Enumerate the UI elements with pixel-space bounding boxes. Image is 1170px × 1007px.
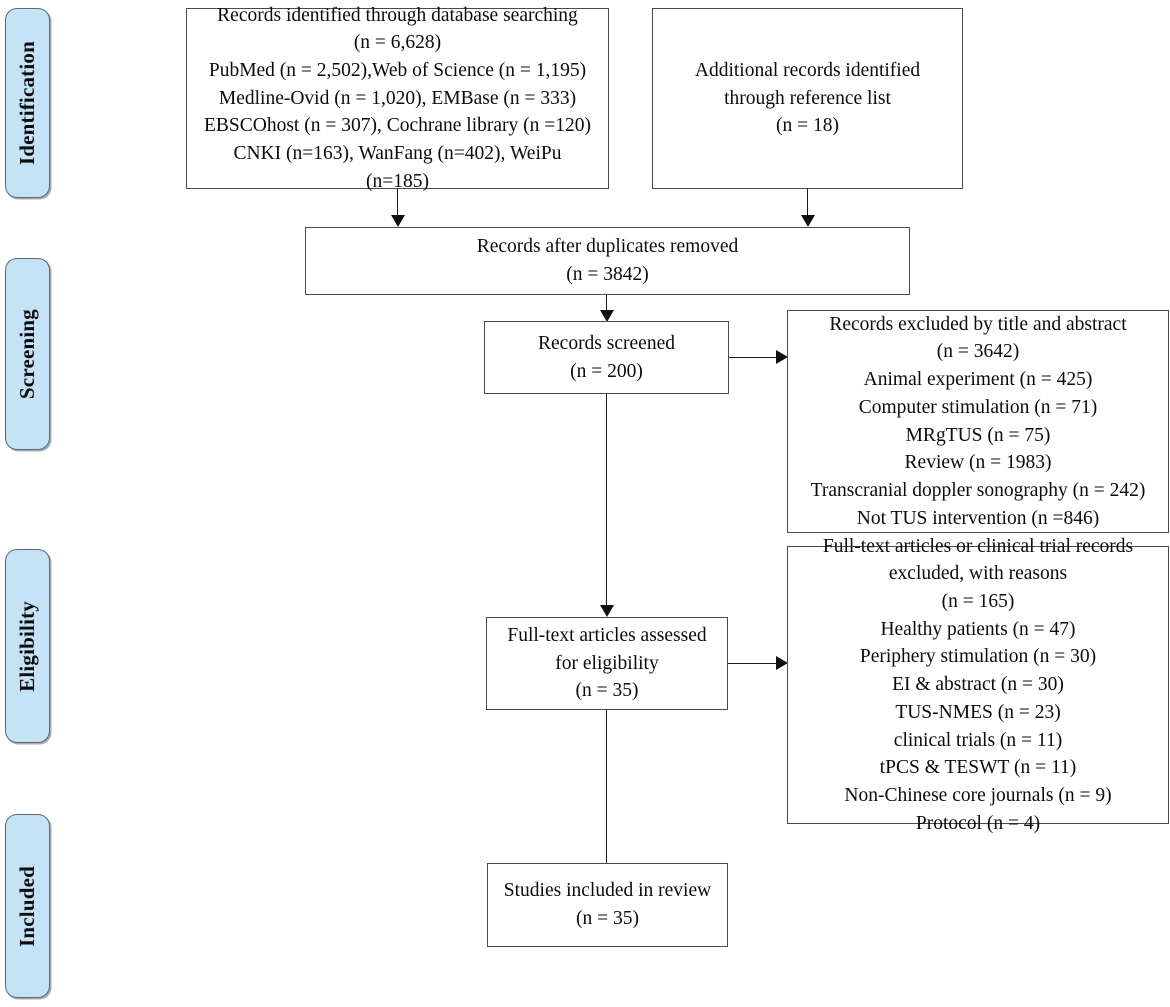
box-records-excluded-line-6: Review (n = 1983)	[904, 452, 1052, 474]
stage-label-identification: Identification	[5, 8, 50, 198]
box-records-excluded-line-8: Not TUS intervention (n =846)	[856, 507, 1100, 529]
box-records-identified-line-7: (n=185)	[366, 170, 429, 192]
box-records-identified-line-1: Records identified through database sear…	[217, 4, 578, 26]
box-additional-records-line-2: through reference list	[724, 87, 891, 109]
stage-label-eligibility: Eligibility	[5, 549, 50, 743]
connector-additional-to-duplicates	[807, 189, 808, 220]
box-records-excluded-line-1: Records excluded by title and abstract	[829, 313, 1127, 335]
arrow-identified-to-duplicates	[391, 215, 405, 227]
box-fulltext-excluded-line-3: (n = 165)	[941, 591, 1015, 613]
box-additional-records-line-3: (n = 18)	[776, 115, 839, 137]
box-records-identified-line-3: PubMed (n = 2,502),Web of Science (n = 1…	[208, 59, 587, 81]
box-fulltext-excluded-line-1: Full-text articles or clinical trial rec…	[822, 535, 1134, 557]
box-studies-included: Studies included in review (n = 35)	[487, 863, 728, 947]
box-fulltext-excluded-line-4: Healthy patients (n = 47)	[880, 618, 1076, 640]
connector-fulltext-to-excluded	[728, 663, 779, 664]
box-fulltext-assessed-line-3: (n = 35)	[575, 680, 639, 702]
connector-screened-to-excluded	[729, 357, 779, 358]
stage-label-identification-text: Identification	[15, 40, 39, 166]
box-additional-records-line-1: Additional records identified	[694, 59, 921, 81]
box-fulltext-excluded-line-8: clinical trials (n = 11)	[893, 729, 1063, 751]
stage-label-screening-text: Screening	[15, 308, 39, 400]
box-studies-included-line-2: (n = 35)	[576, 908, 639, 929]
box-records-identified-line-6: CNKI (n=163), WanFang (n=402), WeiPu	[233, 143, 562, 165]
box-fulltext-excluded-line-9: tPCS & TESWT (n = 11)	[879, 757, 1077, 779]
arrow-screened-to-excluded	[776, 350, 788, 364]
box-records-screened: Records screened (n = 200)	[484, 321, 729, 394]
box-studies-included-line-1: Studies included in review	[503, 880, 712, 902]
stage-label-eligibility-text: Eligibility	[15, 600, 39, 692]
box-records-excluded-line-5: MRgTUS (n = 75)	[905, 424, 1051, 446]
connector-duplicates-to-screened	[606, 295, 607, 318]
box-fulltext-excluded-line-10: Non-Chinese core journals (n = 9)	[844, 784, 1112, 806]
stage-label-included: Included	[5, 814, 50, 998]
box-fulltext-assessed-line-1: Full-text articles assessed	[507, 624, 707, 646]
box-fulltext-excluded-line-2: excluded, with reasons	[888, 563, 1068, 585]
box-records-identified-line-4: Medline-Ovid (n = 1,020), EMBase (n = 33…	[218, 87, 577, 109]
box-fulltext-assessed: Full-text articles assessed for eligibil…	[486, 617, 728, 710]
box-fulltext-excluded-line-7: TUS-NMES (n = 23)	[895, 701, 1061, 723]
box-records-screened-line-2: (n = 200)	[570, 360, 643, 382]
connector-identified-to-duplicates	[397, 189, 398, 220]
box-records-excluded-line-3: Animal experiment (n = 425)	[863, 369, 1093, 391]
box-records-identified: Records identified through database sear…	[186, 5, 609, 192]
box-records-identified-line-5: EBSCOhost (n = 307), Cochrane library (n…	[203, 115, 592, 137]
connector-fulltext-to-included	[606, 710, 607, 885]
box-fulltext-excluded-line-6: EI & abstract (n = 30)	[892, 674, 1064, 696]
stage-label-included-text: Included	[15, 865, 39, 947]
box-fulltext-assessed-line-2: for eligibility	[555, 652, 659, 674]
box-duplicates-removed-line-1: Records after duplicates removed	[476, 236, 739, 258]
stage-label-screening: Screening	[5, 258, 50, 450]
box-fulltext-excluded-line-5: Periphery stimulation (n = 30)	[859, 646, 1097, 668]
connector-screened-to-fulltext	[606, 394, 607, 612]
box-records-excluded: Records excluded by title and abstract (…	[787, 310, 1169, 533]
box-fulltext-excluded: Full-text articles or clinical trial rec…	[787, 536, 1169, 834]
arrow-duplicates-to-screened	[600, 310, 614, 322]
box-additional-records: Additional records identified through re…	[652, 8, 963, 189]
box-records-excluded-line-4: Computer stimulation (n = 71)	[858, 396, 1098, 418]
box-duplicates-removed-line-2: (n = 3842)	[566, 264, 649, 285]
box-fulltext-excluded-line-11: Protocol (n = 4)	[915, 812, 1041, 834]
box-duplicates-removed: Records after duplicates removed (n = 38…	[305, 227, 910, 295]
box-records-excluded-line-7: Transcranial doppler sonography (n = 242…	[810, 479, 1146, 501]
arrow-additional-to-duplicates	[801, 215, 815, 227]
box-records-screened-line-1: Records screened	[538, 332, 675, 354]
box-records-excluded-line-2: (n = 3642)	[936, 341, 1020, 363]
arrow-fulltext-to-excluded	[776, 656, 788, 670]
arrow-screened-to-fulltext	[600, 605, 614, 617]
box-records-identified-line-2: (n = 6,628)	[353, 32, 442, 54]
